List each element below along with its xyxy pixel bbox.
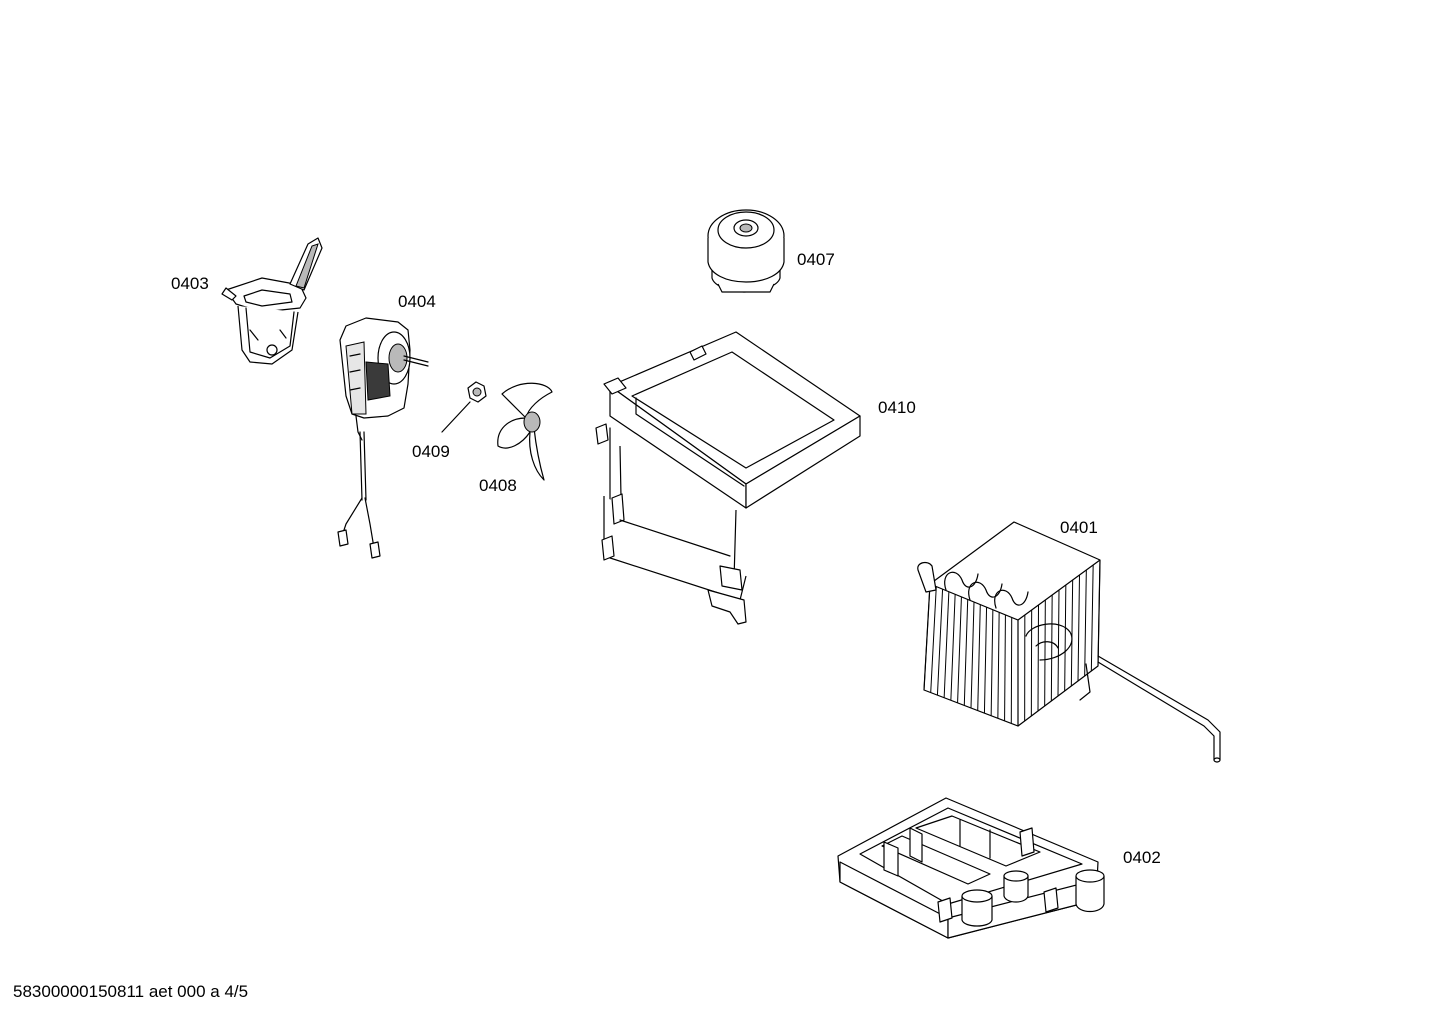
fin-line <box>963 599 969 706</box>
fin-line <box>930 586 937 693</box>
fin-line <box>936 589 944 696</box>
fin-line <box>1064 584 1067 692</box>
part-0402-base-tray <box>837 797 1105 939</box>
fin-line <box>1057 589 1060 697</box>
fin-line <box>970 601 975 709</box>
fin-line <box>1070 579 1074 687</box>
evaporator-fins-side <box>1017 559 1101 726</box>
part-0409-nut <box>441 381 487 433</box>
fin-line <box>923 583 931 691</box>
part-label-0404: 0404 <box>398 292 436 311</box>
fin-line <box>943 591 950 698</box>
fin-line <box>1044 599 1046 707</box>
fin-line <box>1097 559 1101 667</box>
fin-line <box>1037 604 1039 712</box>
part-label-0409: 0409 <box>412 442 450 461</box>
fin-line <box>1004 614 1006 721</box>
part-0408-fan-blade <box>497 382 553 481</box>
fin-line <box>983 607 988 714</box>
part-0404-fan-motor <box>337 317 429 559</box>
part-label-0403: 0403 <box>171 274 209 293</box>
part-0403-bracket <box>221 237 323 365</box>
drawing-reference-footer: 58300000150811 aet 000 a 4/5 <box>13 982 249 1001</box>
part-label-0402: 0402 <box>1123 848 1161 867</box>
fin-line <box>1077 574 1080 682</box>
part-label-0410: 0410 <box>878 398 916 417</box>
fin-line <box>1084 569 1087 677</box>
fin-line <box>997 612 1000 719</box>
part-label-0408: 0408 <box>479 476 517 495</box>
fin-line <box>990 609 994 716</box>
fin-line <box>957 596 962 703</box>
part-0401-evaporator <box>917 521 1221 763</box>
part-label-0401: 0401 <box>1060 518 1098 537</box>
part-0410-cover-tray <box>595 331 861 625</box>
part-0407-cap <box>707 209 785 293</box>
fin-line <box>977 604 981 711</box>
fin-line <box>1090 564 1094 672</box>
fin-line <box>1050 594 1053 702</box>
part-label-0407: 0407 <box>797 250 835 269</box>
fin-line <box>950 594 956 701</box>
